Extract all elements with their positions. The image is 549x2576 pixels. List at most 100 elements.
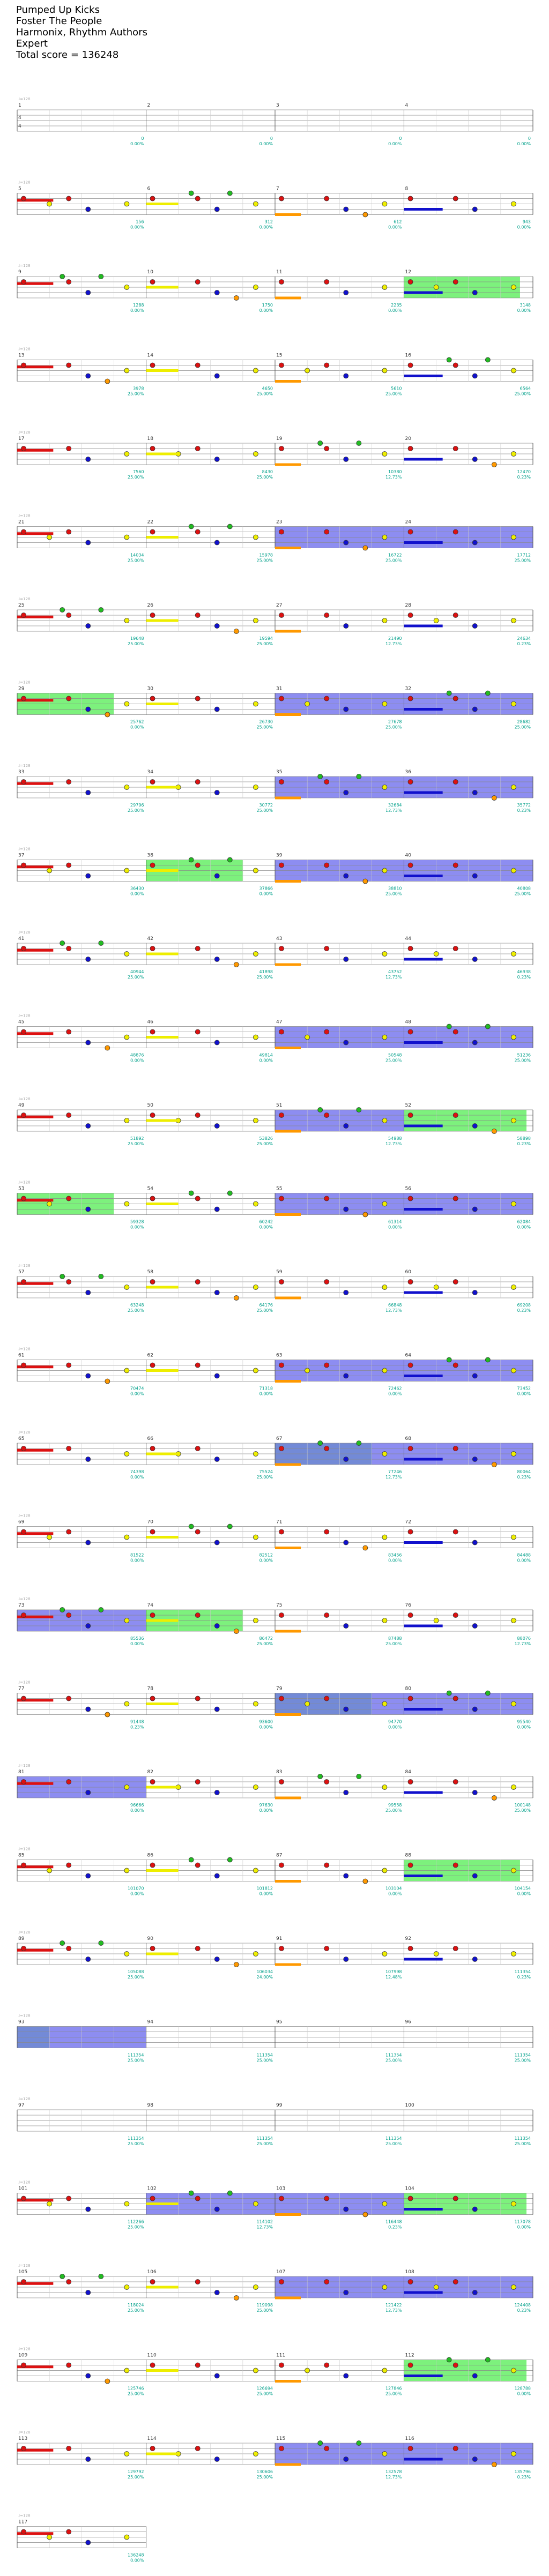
note-gem: [279, 1779, 284, 1784]
note-gem: [85, 540, 91, 546]
note-gem: [407, 2446, 413, 2451]
note-gem: [324, 613, 330, 618]
measure-percent: 25.00%: [128, 475, 144, 480]
note-gem: [98, 1607, 104, 1612]
note-gem: [253, 701, 258, 707]
measure-percent: 0.00%: [517, 1892, 531, 1896]
measure-percent: 12.73%: [385, 641, 402, 646]
measure-percent: 0.00%: [517, 141, 531, 146]
measure-number: 38: [147, 853, 154, 858]
measure-number: 52: [405, 1103, 411, 1108]
measure-number: 104: [405, 2186, 414, 2192]
note-gem: [214, 290, 220, 295]
note-gem: [511, 451, 516, 457]
note-gem: [124, 701, 130, 707]
measure-score: 6564: [520, 386, 531, 391]
measure-number: 51: [276, 1103, 282, 1108]
measure-number: 92: [405, 1936, 411, 1942]
note-gem: [279, 1362, 284, 1368]
note-gem: [253, 1368, 258, 1373]
measure-percent: 0.00%: [517, 1225, 531, 1230]
note-gem: [214, 2373, 220, 2379]
song-charter: Harmonix, Rhythm Authors: [16, 27, 147, 38]
note-gem: [343, 1206, 349, 1212]
staff-row: [17, 1440, 533, 1467]
measure-score: 99558: [388, 1803, 402, 1808]
measure-number: 83: [276, 1769, 282, 1775]
note-gem: [253, 1868, 258, 1873]
measure-number: 101: [18, 2186, 27, 2192]
tempo-marker: ♩=128: [18, 264, 31, 268]
note-gem: [343, 457, 349, 462]
tempo-marker: ♩=128: [18, 764, 31, 768]
note-gem: [407, 613, 413, 618]
measure-percent: 0.00%: [259, 1892, 273, 1896]
note-gem: [150, 1696, 155, 1701]
measure-number: 20: [405, 436, 412, 442]
measure-number: 79: [276, 1686, 283, 1692]
note-gem: [66, 779, 72, 785]
note-gem: [227, 2190, 233, 2196]
measure-percent: 0.00%: [517, 308, 531, 313]
measure-score: 0: [399, 136, 402, 141]
note-gem: [85, 1540, 91, 1545]
note-gem: [343, 1706, 349, 1712]
note-gem: [324, 1446, 330, 1451]
note-gem: [253, 2368, 258, 2373]
measure-score: 111354: [128, 2136, 144, 2141]
note-gem: [382, 785, 388, 790]
measure-score: 101070: [128, 1886, 144, 1891]
note-gem: [485, 1357, 491, 1363]
measure-score: 93600: [259, 1720, 273, 1724]
note-gem: [407, 1946, 413, 1951]
note-gem: [324, 529, 330, 535]
note-gem: [452, 1946, 458, 1951]
note-gem: [105, 1378, 110, 1384]
measure-score: 126694: [256, 2386, 273, 2391]
note-gem: [21, 1446, 26, 1451]
note-gem: [66, 862, 72, 868]
tempo-marker: ♩=128: [18, 1181, 31, 1185]
note-gem: [188, 1857, 194, 1863]
note-gem: [124, 951, 130, 957]
note-gem: [343, 1790, 349, 1795]
note-gem: [343, 873, 349, 879]
measure-score: 129792: [128, 2469, 144, 2474]
measure-number: 5: [18, 186, 21, 192]
note-gem: [105, 1712, 110, 1718]
note-gem: [85, 2206, 91, 2212]
measure-percent: 25.00%: [128, 975, 144, 980]
note-gem: [227, 1524, 233, 1529]
note-gem: [356, 1107, 362, 1112]
measure-percent: 0.23%: [517, 975, 531, 980]
note-gem: [343, 1957, 349, 1962]
note-gem: [491, 462, 497, 467]
measure-number: 37: [18, 853, 24, 858]
measure-score: 48876: [130, 1053, 144, 1058]
note-gem: [124, 1368, 130, 1373]
note-gem: [382, 951, 388, 957]
note-gem: [452, 862, 458, 868]
measure-percent: 25.00%: [128, 2308, 144, 2313]
note-gem: [150, 1779, 155, 1784]
note-gem: [382, 1868, 388, 1873]
tempo-marker: ♩=128: [18, 430, 31, 435]
note-gem: [66, 613, 72, 618]
measure-number: 18: [147, 436, 154, 442]
note-gem: [382, 1034, 388, 1040]
measure-number: 50: [147, 1103, 154, 1108]
note-gem: [253, 1034, 258, 1040]
note-gem: [253, 1118, 258, 1123]
note-gem: [124, 1868, 130, 1873]
measure-score: 100148: [514, 1803, 531, 1808]
measure-number: 84: [405, 1769, 412, 1775]
note-gem: [47, 1868, 53, 1873]
note-gem: [491, 2462, 497, 2467]
note-gem: [105, 378, 110, 384]
measure-percent: 25.00%: [256, 2392, 273, 2396]
note-gem: [433, 951, 439, 957]
staff-row: [17, 1774, 533, 1801]
measure-percent: 25.00%: [256, 392, 273, 397]
note-gem: [66, 529, 72, 535]
measure-score: 37866: [259, 886, 273, 891]
